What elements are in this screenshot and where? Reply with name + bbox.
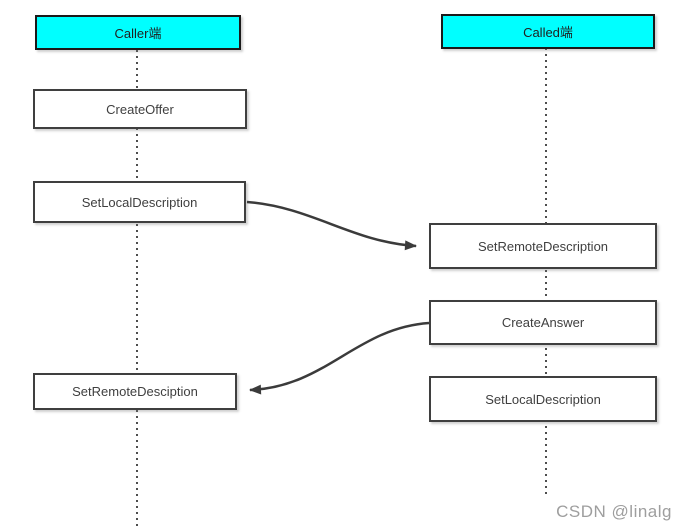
node-set-remote-desciption-caller-label: SetRemoteDesciption (72, 384, 198, 399)
node-set-remote-description-called: SetRemoteDescription (429, 223, 657, 269)
node-caller-header-label: Caller端 (114, 26, 162, 41)
node-called-header: Called端 (441, 14, 655, 49)
node-create-offer: CreateOffer (33, 89, 247, 129)
node-set-local-description-caller: SetLocalDescription (33, 181, 246, 223)
node-create-answer-label: CreateAnswer (501, 315, 585, 330)
node-create-answer: CreateAnswer (429, 300, 657, 345)
node-set-remote-desciption-caller: SetRemoteDesciption (33, 373, 237, 410)
watermark: CSDN @linalg (556, 502, 672, 521)
node-create-offer-label: CreateOffer (106, 101, 174, 117)
node-caller-header: Caller端 (35, 15, 241, 50)
node-set-local-description-caller-label: SetLocalDescription (81, 194, 198, 210)
node-called-header-label: Called端 (523, 25, 573, 40)
node-set-local-description-called: SetLocalDescription (429, 376, 657, 422)
node-set-remote-description-called-label: SetRemoteDescription (477, 238, 609, 254)
node-set-local-description-called-label: SetLocalDescription (485, 391, 601, 407)
